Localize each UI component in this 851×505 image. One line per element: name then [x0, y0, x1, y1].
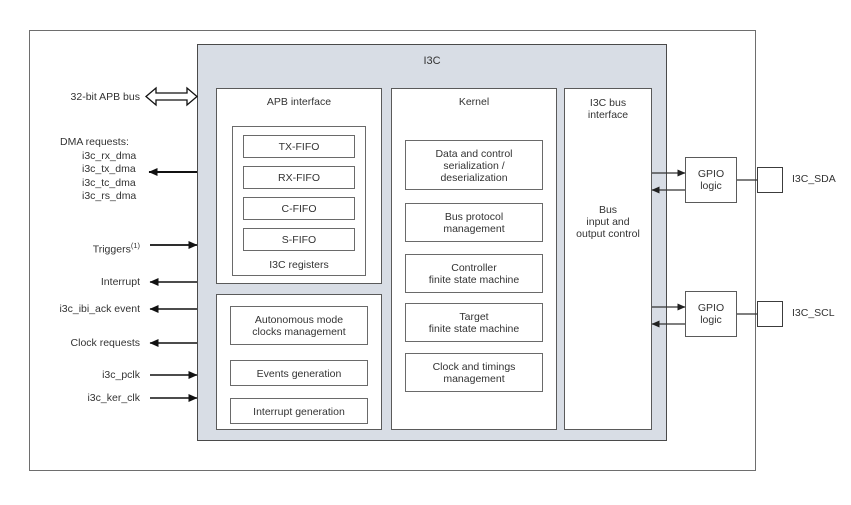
pin-label-scl: I3C_SCL	[792, 307, 835, 319]
label-i3c-tc-dma: i3c_tc_dma	[82, 176, 136, 189]
i3c-panel-title: I3C	[423, 55, 441, 67]
label-i3c-rx-dma: i3c_rx_dma	[82, 149, 137, 162]
events-generation-block: Events generation	[230, 360, 368, 386]
pin-square-sda	[757, 167, 783, 193]
label-interrupt: Interrupt	[100, 276, 140, 288]
label-ibi-ack-event: i3c_ibi_ack event	[59, 303, 140, 315]
events-generation-label: Events generation	[256, 368, 342, 380]
label-i3c-pclk: i3c_pclk	[102, 369, 140, 381]
apb-interface-title: APB interface	[266, 96, 332, 108]
interrupt-generation-label: Interrupt generation	[253, 406, 345, 418]
c-fifo-block: C-FIFO	[243, 197, 355, 220]
rx-fifo-label: RX-FIFO	[278, 172, 320, 184]
label-triggers-text: Triggers	[92, 243, 131, 256]
tx-fifo-label: TX-FIFO	[278, 141, 320, 153]
label-i3c-rs-dma: i3c_rs_dma	[82, 190, 137, 202]
label-apb-bus: 32-bit APB bus	[70, 91, 140, 103]
pin-square-scl	[757, 301, 783, 327]
c-fifo-label: C-FIFO	[281, 203, 317, 215]
pin-label-sda: I3C_SDA	[792, 173, 836, 185]
label-dma-requests-header: DMA requests:	[60, 136, 129, 148]
label-i3c-ker-clk: i3c_ker_clk	[87, 392, 140, 404]
tx-fifo-block: TX-FIFO	[243, 135, 355, 158]
kernel-title: Kernel	[458, 96, 490, 108]
i3c-registers-label: I3C registers	[269, 259, 329, 271]
label-i3c-tx-dma: i3c_tx_dma	[82, 163, 136, 175]
rx-fifo-block: RX-FIFO	[243, 166, 355, 189]
label-triggers: Triggers(1)	[30, 239, 140, 257]
label-triggers-note: (1)	[130, 241, 140, 250]
label-dma-requests-group: DMA requests: i3c_rx_dma i3c_tx_dma i3c_…	[60, 136, 136, 204]
s-fifo-label: S-FIFO	[281, 234, 317, 246]
s-fifo-block: S-FIFO	[243, 228, 355, 251]
interrupt-generation-block: Interrupt generation	[230, 398, 368, 424]
label-clock-requests: Clock requests	[70, 337, 140, 349]
